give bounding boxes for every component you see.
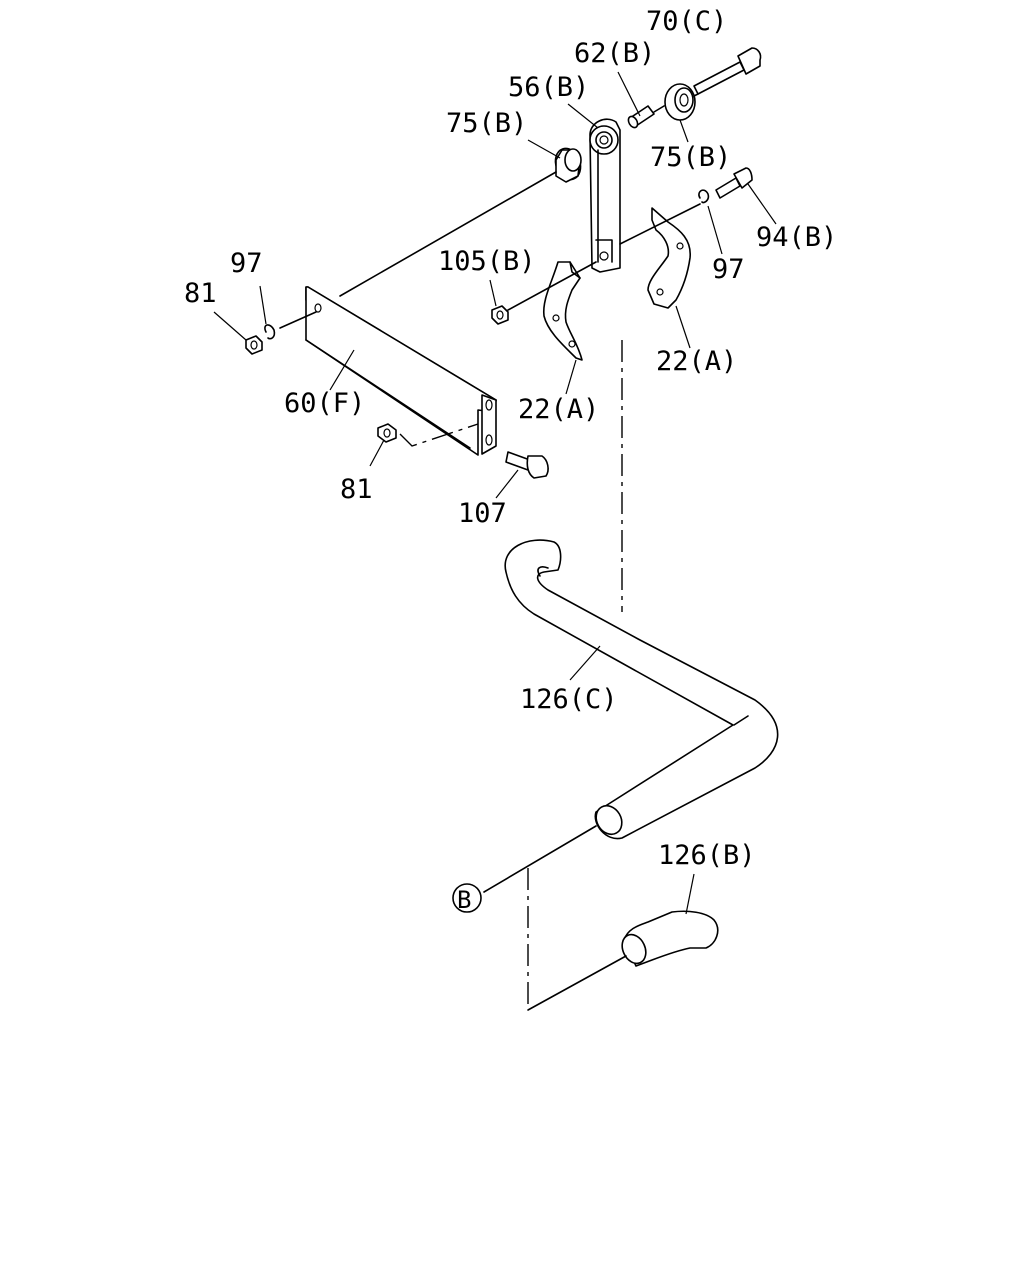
nut-105b [491, 305, 509, 325]
pin-62b [627, 105, 655, 129]
stay-56b [589, 118, 621, 273]
callout-22a-left: 22(A) [518, 394, 599, 425]
callout-56b: 56(B) [508, 72, 589, 103]
callout-75b-left: 75(B) [446, 108, 527, 139]
washer-97-left [264, 324, 276, 340]
callout-126b: 126(B) [658, 840, 756, 871]
callout-70c: 70(C) [646, 6, 727, 37]
bracket-22a-left [542, 261, 583, 361]
callout-81-top: 81 [184, 278, 217, 309]
washer-97-right [698, 189, 710, 204]
callout-81-bottom: 81 [340, 474, 373, 505]
callout-105b: 105(B) [438, 246, 536, 277]
callout-107: 107 [458, 498, 507, 529]
callout-97-left: 97 [230, 248, 263, 279]
assembly-lines [279, 93, 701, 1011]
bolt-70c [693, 47, 762, 95]
callout-94b: 94(B) [756, 222, 837, 253]
reference-marker-b: B [452, 883, 482, 914]
callout-126c: 126(C) [520, 684, 618, 715]
nut-81-top [245, 335, 263, 355]
reference-marker-b-label: B [457, 886, 471, 914]
callout-97-right: 97 [712, 254, 745, 285]
bolt-107 [505, 451, 549, 479]
leader-lines [213, 71, 777, 915]
nut-81-bottom [377, 423, 397, 443]
bolt-94b [715, 167, 753, 199]
bushing-75b-right [664, 83, 696, 121]
hose-126b [621, 910, 719, 967]
callout-labels: 70(C) 62(B) 56(B) 75(B) 75(B) 94(B) 97 9… [184, 6, 837, 871]
bracket-22a-right [647, 207, 691, 309]
callout-62b: 62(B) [574, 38, 655, 69]
hose-126c [504, 539, 779, 840]
callout-60f: 60(F) [284, 388, 365, 419]
plate-60f [305, 286, 497, 456]
bushing-75b-left [554, 147, 582, 183]
callout-22a-right: 22(A) [656, 346, 737, 377]
callout-75b-right: 75(B) [650, 142, 731, 173]
